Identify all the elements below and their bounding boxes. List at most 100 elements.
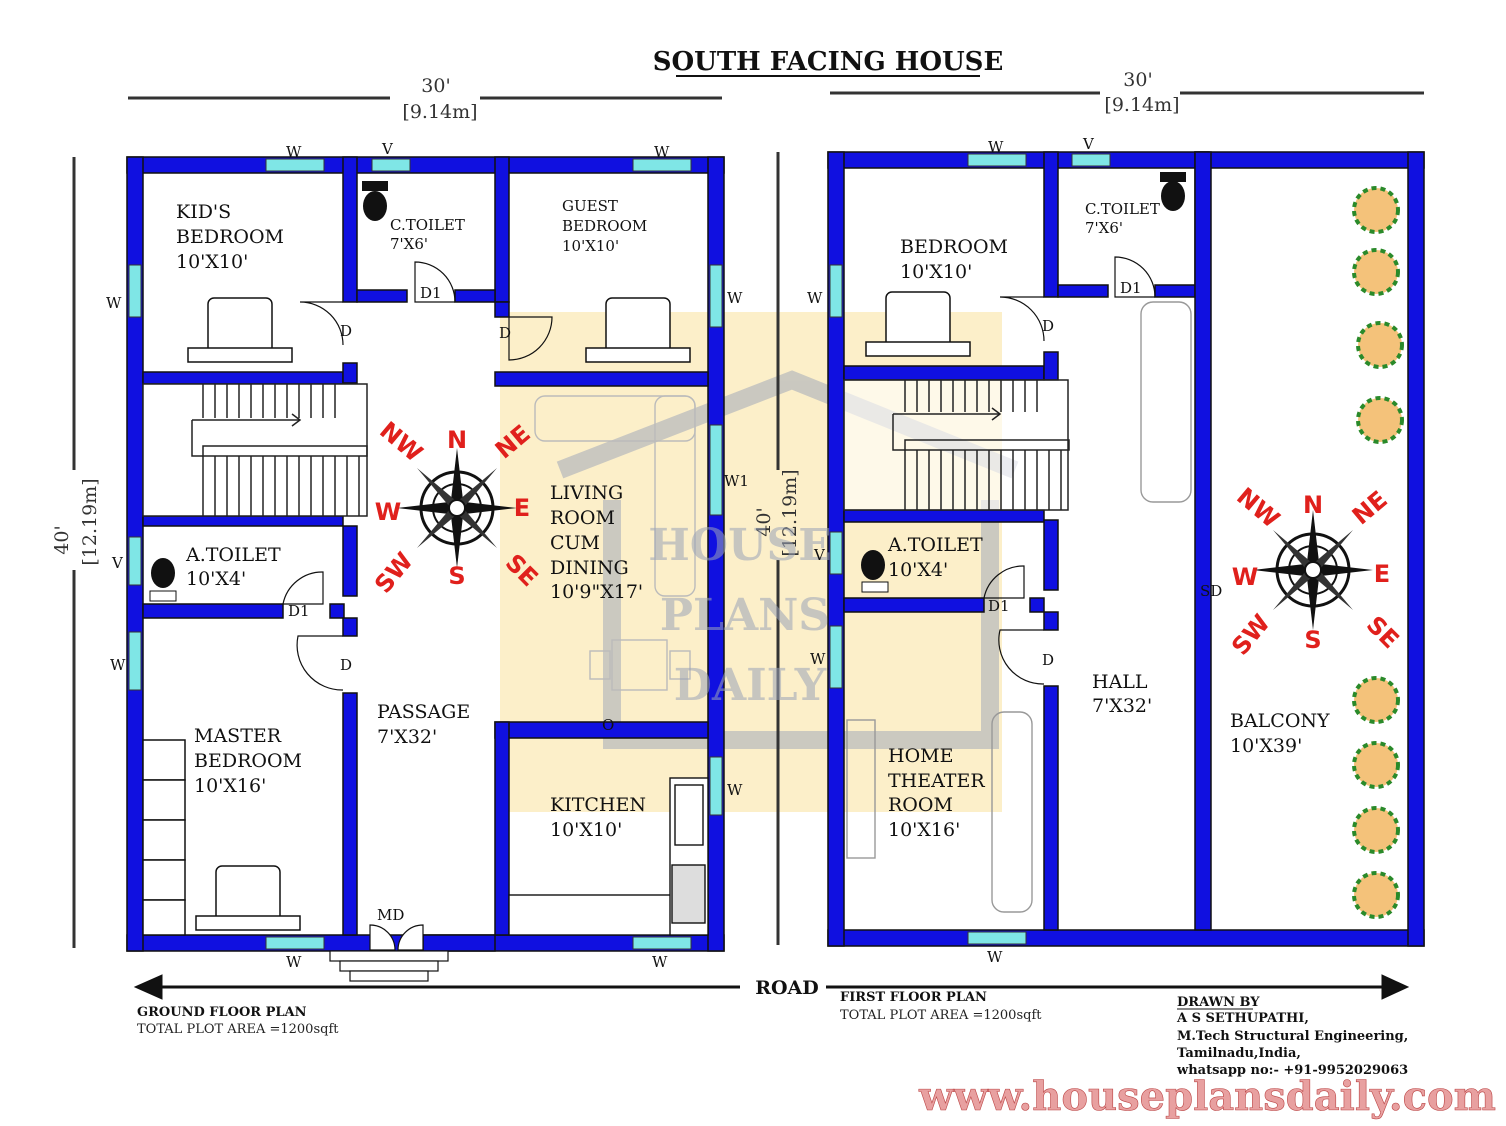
- svg-text:D: D: [340, 322, 352, 340]
- svg-text:D1: D1: [420, 284, 442, 302]
- ff-width-m: [9.14m]: [1104, 94, 1179, 116]
- svg-text:D: D: [1042, 317, 1054, 335]
- ff-compass-se: SE: [1361, 611, 1405, 655]
- svg-text:D: D: [1042, 651, 1054, 669]
- ground-floor-marks: W V W W W D D1 D W1 V D1 W D O W MD W W: [106, 140, 749, 971]
- svg-text:W: W: [727, 781, 743, 799]
- guest-bedroom-label: GUEST BEDROOM 10'X10': [562, 197, 652, 255]
- first-floor-wc: [861, 172, 1186, 593]
- ff-compass-sw: SW: [1226, 609, 1276, 661]
- first-floor-doors: [983, 256, 1156, 685]
- ground-floor-area: TOTAL PLOT AREA =1200sqft: [137, 1022, 339, 1037]
- living-room-label: LIVING ROOM CUM DINING 10'9"X17': [550, 482, 643, 603]
- ground-floor-caption: GROUND FLOOR PLAN: [137, 1005, 307, 1020]
- first-floor-caption: FIRST FLOOR PLAN: [840, 990, 987, 1005]
- drawn-by-name: A S SETHUPATHI,: [1176, 1011, 1309, 1026]
- gf-compass-nw: NW: [374, 416, 428, 467]
- ground-floor-stairs: [142, 383, 368, 517]
- drawn-by-place: Tamilnadu,India,: [1177, 1046, 1301, 1061]
- gf-c-toilet-label: C.TOILET 7'X6': [390, 216, 470, 253]
- master-bedroom-label: MASTER BEDROOM 10'X16': [194, 725, 308, 797]
- ground-floor-wc: [149, 181, 388, 602]
- svg-text:D: D: [340, 656, 352, 674]
- svg-text:SD: SD: [1200, 582, 1222, 600]
- hall-label: HALL 7'X32': [1092, 671, 1154, 717]
- first-floor-area: TOTAL PLOT AREA =1200sqft: [840, 1008, 1042, 1023]
- home-theater-label: HOME THEATER ROOM 10'X16': [888, 745, 991, 841]
- svg-text:W: W: [286, 143, 302, 161]
- balcony-label: BALCONY 10'X39': [1230, 710, 1336, 757]
- gf-depth-m: [12.19m]: [79, 478, 101, 565]
- gf-width-ft: 30': [421, 75, 450, 97]
- svg-text:W: W: [987, 948, 1003, 966]
- ff-compass-nw: NW: [1231, 482, 1285, 533]
- svg-text:MD: MD: [377, 906, 404, 924]
- living-furniture: [534, 395, 696, 691]
- gf-compass-w: W: [375, 498, 401, 526]
- ground-floor-windows: [128, 158, 723, 950]
- kitchen-counter: [508, 777, 709, 936]
- first-floor-bed: [865, 291, 971, 357]
- svg-text:W: W: [654, 143, 670, 161]
- balcony-plants: [1352, 186, 1404, 919]
- svg-text:D1: D1: [1120, 279, 1142, 297]
- svg-text:V: V: [381, 140, 394, 158]
- svg-text:V: V: [1082, 135, 1095, 153]
- compass-rose-icon-2: [1253, 510, 1373, 630]
- ff-bedroom-label: BEDROOM 10'X10': [900, 236, 1014, 283]
- road-arrow: [133, 974, 1410, 1000]
- drawn-by-label: DRAWN BY: [1177, 995, 1260, 1010]
- ff-depth-m: [12.19m]: [779, 469, 801, 556]
- website-url: www.houseplansdaily.com: [918, 1073, 1496, 1120]
- gf-compass-n: N: [447, 426, 467, 454]
- svg-text:O: O: [602, 716, 614, 734]
- gf-width-m: [9.14m]: [402, 101, 477, 123]
- ff-width-ft: 30': [1123, 69, 1152, 91]
- svg-text:V: V: [111, 554, 124, 572]
- ff-compass-ne: NE: [1347, 485, 1393, 530]
- dimension-lines: [72, 91, 1424, 948]
- svg-text:D: D: [499, 324, 511, 342]
- ground-floor-beds: [187, 297, 691, 931]
- kids-bedroom-label: KID'S BEDROOM 10'X10': [176, 201, 290, 273]
- gf-compass-s: S: [448, 562, 465, 590]
- svg-text:W: W: [106, 294, 122, 312]
- gf-a-toilet-label: A.TOILET 10'X4': [185, 544, 287, 590]
- first-floor-walls: [827, 151, 1425, 947]
- svg-text:W: W: [988, 138, 1004, 156]
- svg-text:W: W: [652, 953, 668, 971]
- ff-c-toilet-label: C.TOILET 7'X6': [1085, 200, 1165, 237]
- master-wardrobe: [142, 739, 186, 936]
- kitchen-label: KITCHEN 10'X10': [550, 794, 652, 841]
- gf-depth-ft: 40': [51, 525, 73, 554]
- ff-a-toilet-label: A.TOILET 10'X4': [887, 534, 989, 581]
- ff-compass-e: E: [1374, 560, 1390, 588]
- svg-text:W: W: [286, 953, 302, 971]
- compass-rose-icon: [397, 448, 517, 568]
- ff-compass-s: S: [1304, 626, 1321, 654]
- watermark-line-2: PLANS: [660, 590, 830, 641]
- first-floor-windows: [829, 153, 1111, 945]
- first-floor-marks: W V W D D1 V D1 D W SD W: [807, 135, 1222, 966]
- watermark-line-1: HOUSE: [648, 520, 832, 571]
- gf-compass-e: E: [514, 494, 530, 522]
- ff-compass-n: N: [1303, 491, 1323, 519]
- svg-text:D1: D1: [988, 597, 1010, 615]
- svg-text:W: W: [727, 289, 743, 307]
- svg-text:D1: D1: [288, 602, 310, 620]
- first-floor-stairs: [843, 379, 1070, 511]
- drawing-title: SOUTH FACING HOUSE: [653, 47, 1004, 77]
- ground-floor-doors: [282, 261, 553, 691]
- ff-depth-ft: 40': [753, 507, 775, 536]
- svg-text:V: V: [813, 546, 826, 564]
- svg-text:W: W: [810, 650, 826, 668]
- drawn-by-contact: whatsapp no:- +91-9952029063: [1176, 1063, 1408, 1078]
- svg-text:W1: W1: [724, 472, 749, 490]
- road-label: ROAD: [755, 977, 819, 999]
- gf-compass-sw: SW: [369, 547, 419, 599]
- drawn-by-qualification: M.Tech Structural Engineering,: [1177, 1029, 1408, 1044]
- watermark-line-3: DAILY: [674, 660, 827, 711]
- svg-text:W: W: [807, 289, 823, 307]
- passage-label: PASSAGE 7'X32': [377, 701, 476, 748]
